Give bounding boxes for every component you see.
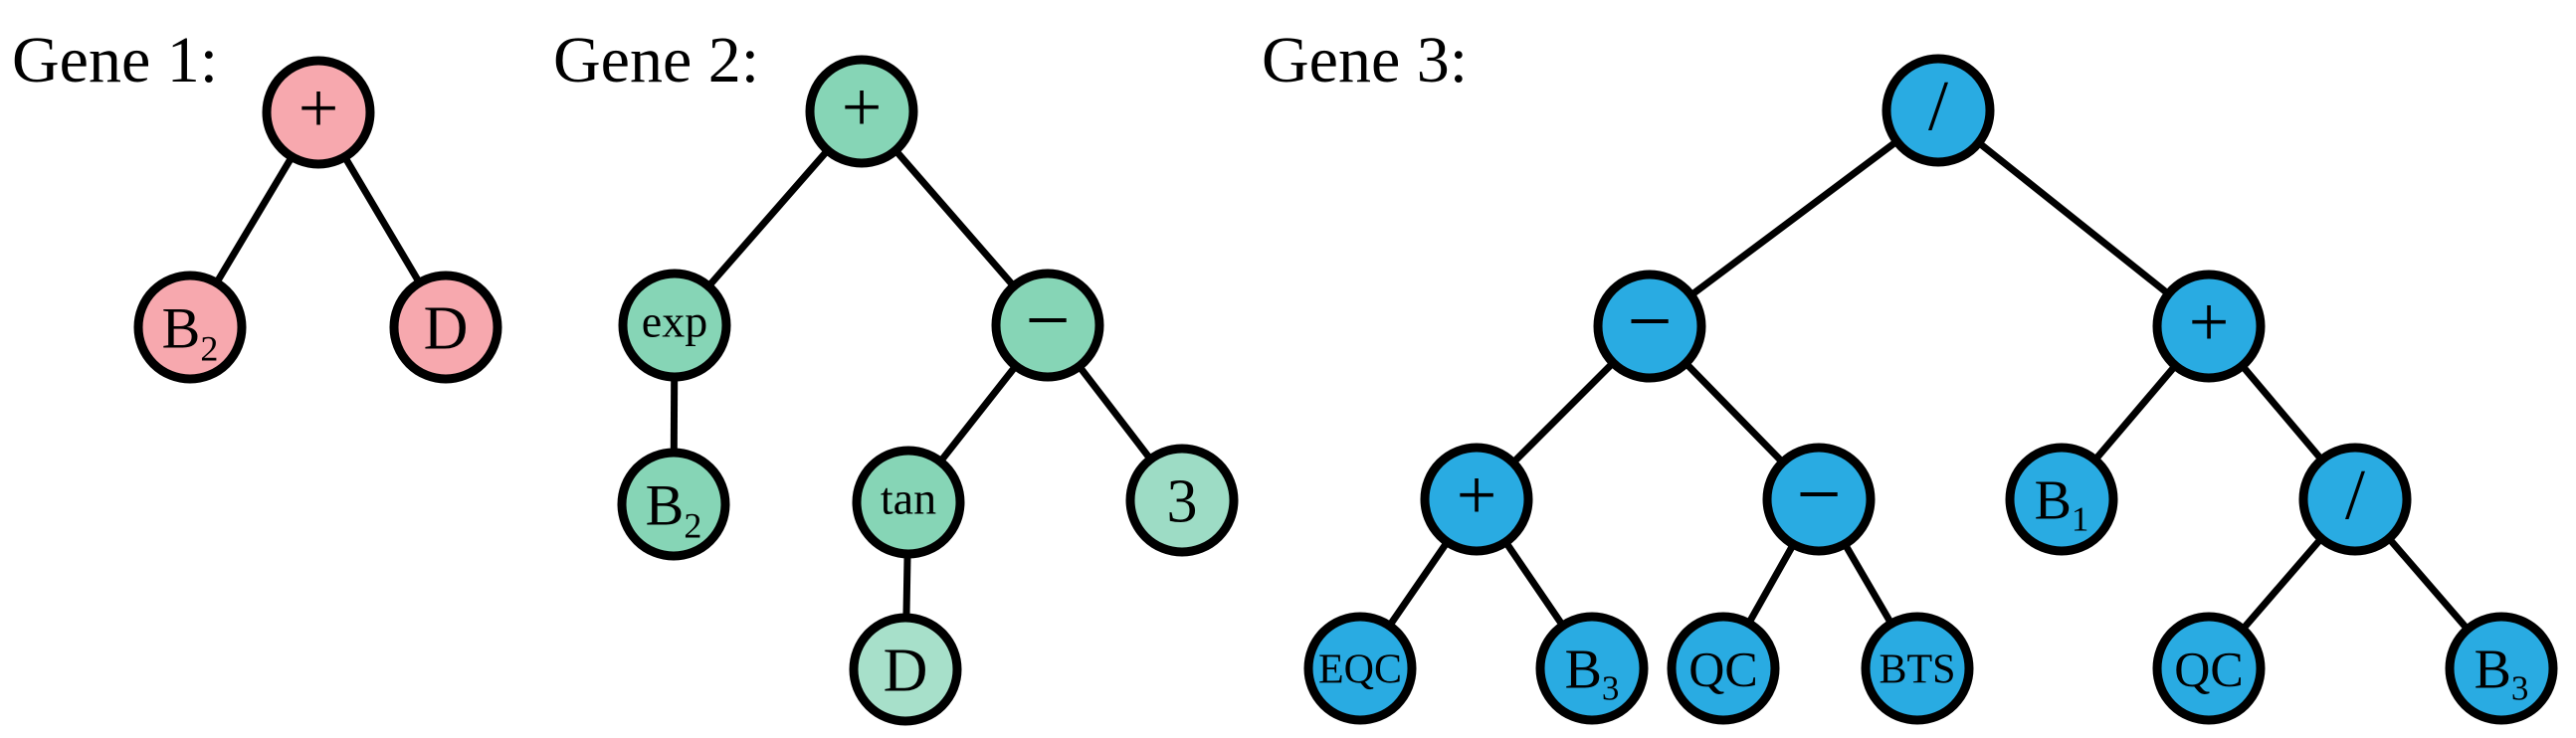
node-label: tan — [881, 473, 936, 524]
gene-2-label: Gene 2: — [553, 24, 759, 96]
tree-node-exp: exp — [618, 269, 731, 382]
node-circle — [1882, 54, 1995, 167]
node-circle — [1303, 612, 1417, 725]
node-circle — [389, 271, 502, 384]
node-circle — [2005, 443, 2118, 556]
node-circle — [617, 448, 730, 561]
tree-node-minus1: − — [1593, 270, 1706, 383]
node-label: QC — [1688, 642, 1757, 697]
node-label: QC — [2174, 642, 2243, 697]
node-label: EQC — [1318, 647, 1402, 693]
tree-node-div: / — [1882, 54, 1995, 167]
node-label: B3 — [1565, 640, 1620, 708]
tree-node-d: D — [389, 271, 502, 384]
tree-node-b1: B1 — [2005, 443, 2118, 556]
tree-edge-div-minus1 — [1647, 107, 1941, 329]
node-circle — [1667, 612, 1780, 725]
node-label: B2 — [646, 472, 702, 545]
node-circle — [133, 271, 247, 384]
tree-node-bts: BTS — [1861, 612, 1974, 725]
node-label: B3 — [2475, 640, 2529, 708]
node-circle — [2152, 612, 2266, 725]
node-circle — [852, 446, 965, 559]
node-label: − — [1627, 278, 1672, 366]
tree-node-plus: + — [262, 56, 375, 169]
node-label: − — [1025, 277, 1070, 365]
tree-node-div2: / — [2298, 443, 2412, 556]
node-circle — [1861, 612, 1974, 725]
node-label: B1 — [2035, 470, 2089, 539]
gene-3-label: Gene 3: — [1262, 24, 1468, 96]
tree-node-eqc: EQC — [1303, 612, 1417, 725]
node-label: / — [2345, 455, 2365, 534]
node-label: + — [2189, 281, 2230, 361]
tree-node-b3b: B3 — [2445, 612, 2558, 725]
tree-node-minus2: − — [1762, 443, 1876, 556]
node-label: + — [1457, 455, 1497, 534]
tree-edge-div-plus1 — [1935, 107, 2212, 329]
node-label: − — [1796, 452, 1841, 539]
node-circle — [618, 269, 731, 382]
gene-1-label: Gene 1: — [12, 24, 218, 96]
node-label: / — [1928, 66, 1948, 145]
tree-node-plus2: + — [1420, 443, 1533, 556]
node-label: BTS — [1879, 647, 1955, 693]
node-circle — [1535, 612, 1649, 725]
tree-node-b3a: B3 — [1535, 612, 1649, 725]
tree-node-plus: + — [805, 55, 918, 168]
node-circle — [2152, 270, 2266, 383]
node-label: B2 — [162, 295, 219, 368]
node-label: D — [424, 295, 469, 363]
tree-node-qcb: QC — [2152, 612, 2266, 725]
node-label: D — [884, 638, 928, 705]
node-circle — [1125, 444, 1239, 557]
node-circle — [849, 613, 962, 726]
tree-node-plus1: + — [2152, 270, 2266, 383]
node-circle — [2298, 443, 2412, 556]
node-label: exp — [642, 296, 707, 347]
tree-node-qca: QC — [1667, 612, 1780, 725]
gene-3-tree: / − + + − B1 / EQC B3 QC BTS QC B3 Gene 3: — [1262, 24, 2558, 725]
node-circle — [262, 56, 375, 169]
node-label: + — [842, 67, 883, 146]
node-label: + — [298, 68, 339, 147]
node-circle — [1593, 270, 1706, 383]
node-circle — [1762, 443, 1876, 556]
tree-node-d: D — [849, 613, 962, 726]
gene-1-tree: + B2 D Gene 1: — [12, 24, 502, 384]
node-circle — [991, 269, 1104, 382]
tree-node-three: 3 — [1125, 444, 1239, 557]
tree-node-tan: tan — [852, 446, 965, 559]
node-circle — [1420, 443, 1533, 556]
node-label: 3 — [1167, 468, 1198, 536]
node-circle — [2445, 612, 2558, 725]
gene-2-tree: + exp − B2 tan 3D Gene 2: — [553, 24, 1239, 726]
tree-node-b2: B2 — [617, 448, 730, 561]
tree-node-minus: − — [991, 269, 1104, 382]
node-circle — [805, 55, 918, 168]
tree-node-b2: B2 — [133, 271, 247, 384]
